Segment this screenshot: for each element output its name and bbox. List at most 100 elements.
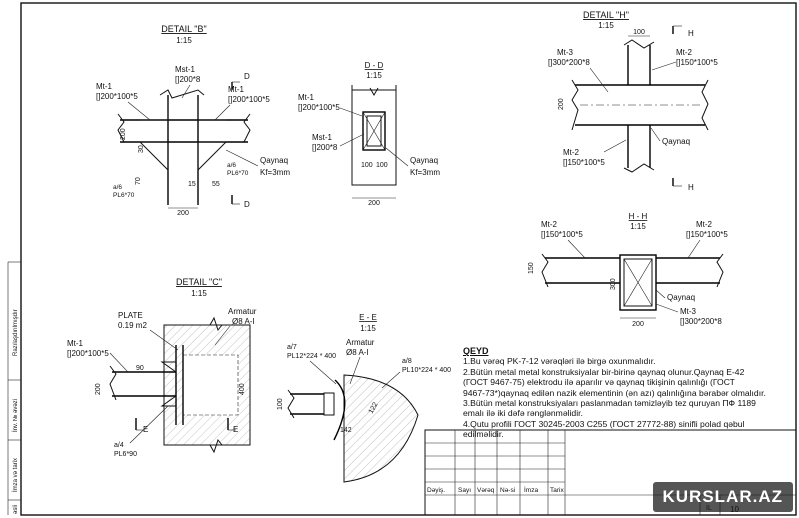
notes-line: 9467-73*)qaynaq edilən nazik elementinin…	[463, 387, 766, 398]
label-dd-mst1-size: []200*8	[312, 143, 338, 152]
tb-col-sign: İmza	[524, 485, 538, 494]
section-hh: H - H 1:15 200 150 300 Mt-2 []150*100*5 …	[528, 212, 728, 328]
label-h-mt2-top: Mt-2	[676, 48, 693, 57]
label-h-mt2-bottom-size: []150*100*5	[563, 158, 605, 167]
weld-c-a4: a/4	[114, 442, 124, 449]
label-hh-mt3-size: []300*200*8	[680, 317, 722, 326]
section-dd: D - D 1:15 200 100 100 Mt-1 []200*100*5 …	[298, 61, 440, 207]
weld-b-pl-left: PL6*70	[113, 192, 135, 199]
detail-b-scale: 1:15	[176, 36, 192, 45]
stamp-label-signature: İmza və tarix	[12, 458, 19, 492]
section-ee-scale: 1:15	[360, 324, 376, 333]
section-dd-scale: 1:15	[366, 71, 382, 80]
weld-b-a6-right: a/6	[227, 162, 236, 169]
label-hh-mt2-left: Mt-2	[541, 220, 558, 229]
label-dd-mt1-size: []200*100*5	[298, 103, 340, 112]
label-hh-mt2-right-size: []150*100*5	[686, 230, 728, 239]
dim-c-400: 400	[239, 383, 246, 395]
section-mark-e-right: E	[233, 425, 238, 434]
label-h-mt2-bottom: Mt-2	[563, 148, 580, 157]
label-mst1: Mst-1	[175, 65, 196, 74]
notes-line: emalı ilə iki dəfə rənglənməlidir.	[463, 408, 583, 419]
section-dd-title: D - D	[365, 61, 384, 70]
dim-c-200: 200	[95, 383, 102, 395]
weld-b-kf: Kf=3mm	[260, 168, 290, 177]
notes-line: 1.Bu vərəq PK-7-12 vərəqləri ilə birgə o…	[463, 356, 656, 367]
label-h-mt3: Mt-3	[557, 48, 574, 57]
label-h-mt2-top-size: []150*100*5	[676, 58, 718, 67]
weld-b-label: Qaynaq	[260, 156, 288, 165]
detail-h-title: DETAIL "H"	[583, 10, 629, 20]
label-dd-mst1: Mst-1	[312, 133, 333, 142]
dim-hh-150: 150	[528, 262, 535, 274]
label-c-mt1: Mt-1	[67, 339, 84, 348]
stamp-label-original: əsli	[13, 505, 19, 514]
detail-c-title: DETAIL "C"	[176, 277, 222, 287]
weld-h-label: Qaynaq	[662, 137, 690, 146]
notes-line: 2.Bütün metal metal konstruksiyalar bir-…	[463, 366, 745, 377]
weld-ee-pl10: PL10*224 * 400	[402, 367, 451, 374]
tb-col-change: Dəyiş.	[427, 487, 445, 494]
label-hh-mt2-right: Mt-2	[696, 220, 713, 229]
notes-heading: QEYD	[463, 346, 489, 356]
dim-ee-100: 100	[277, 398, 284, 410]
tb-col-doc: Nə-si	[500, 487, 515, 494]
dim-hh-300: 300	[610, 278, 617, 290]
weld-ee-pl12: PL12*224 * 400	[287, 353, 336, 360]
notes-line: 4.Qutu profili ГОСТ 30245-2003 С255 (ГОС…	[463, 418, 745, 429]
detail-c-scale: 1:15	[191, 289, 207, 298]
label-ee-armatur: Armatur	[346, 338, 375, 347]
dim-b-15: 15	[188, 181, 196, 188]
weld-hh-label: Qaynaq	[667, 293, 695, 302]
label-dd-mt1: Mt-1	[298, 93, 315, 102]
label-mt1-right-size: []200*100*5	[228, 95, 270, 104]
stamp-label-agreed: Razılaşdırılmışdır	[13, 309, 19, 356]
weld-ee-a8: a/8	[402, 358, 412, 365]
section-mark-e-left: E	[143, 425, 148, 434]
label-c-plate: PLATE	[118, 311, 143, 320]
label-mt1-left-size: []200*100*5	[96, 92, 138, 101]
dim-ee-142: 142	[340, 427, 352, 434]
label-mt1-left: Mt-1	[96, 82, 113, 91]
dim-h-100: 100	[633, 29, 645, 36]
stamp-label-inv: İnv. № əvəzi	[12, 399, 19, 432]
detail-b-title: DETAIL "B"	[161, 24, 206, 34]
dim-c-90: 90	[136, 365, 144, 372]
dim-b-55: 55	[212, 181, 220, 188]
label-c-mt1-size: []200*100*5	[67, 349, 109, 358]
dim-dd-100b: 100	[376, 162, 388, 169]
weld-b-a6-left: a/6	[113, 184, 122, 191]
label-c-armatur-size: Ø8 A-I	[232, 317, 255, 326]
dim-dd-200: 200	[368, 200, 380, 207]
dim-h-200: 200	[558, 98, 565, 110]
dim-ee-122: 122	[368, 401, 380, 415]
detail-h: DETAIL "H" 1:15 100 200 Mt-3 []300*200*8…	[548, 10, 718, 192]
dim-dd-100a: 100	[361, 162, 373, 169]
label-hh-mt2-left-size: []150*100*5	[541, 230, 583, 239]
label-ee-armatur-size: Ø8 A-I	[346, 348, 369, 357]
section-mark-h-bottom: H	[688, 183, 694, 192]
section-hh-scale: 1:15	[630, 222, 646, 231]
detail-b: DETAIL "B" 1:15 200 30 200 70 15 55 Mt-1…	[96, 24, 290, 217]
section-hh-title: H - H	[629, 212, 648, 221]
label-h-mt3-size: []300*200*8	[548, 58, 590, 67]
weld-b-pl-right: PL6*70	[227, 170, 249, 177]
section-mark-d-bottom: D	[244, 200, 250, 209]
tb-col-sheet: Vərəq	[477, 487, 495, 494]
dim-b-30: 30	[138, 145, 145, 153]
tb-col-count: Sayı	[458, 487, 471, 494]
sheet-border	[20, 2, 797, 516]
dim-hh-200: 200	[632, 321, 644, 328]
weld-dd-label: Qaynaq	[410, 156, 438, 165]
detail-c: DETAIL "C" 1:15 90 200 400 PLATE 0.19 m2…	[67, 277, 257, 458]
label-hh-mt3: Mt-3	[680, 307, 697, 316]
section-mark-h-top: H	[688, 29, 694, 38]
notes-line: 3.Bütün metal konstruksiyaları paslanmad…	[463, 398, 756, 409]
side-stamp: Razılaşdırılmışdır İnv. № əvəzi İmza və …	[7, 261, 21, 515]
section-ee-title: E - E	[359, 313, 377, 322]
notes-line: (ГОСТ 9467-75) elektrodu ilə aparılır və…	[463, 377, 735, 388]
dim-b-bottom: 200	[177, 210, 189, 217]
watermark-badge: KURSLAR.AZ	[652, 482, 793, 512]
label-c-plate-area: 0.19 m2	[118, 321, 147, 330]
